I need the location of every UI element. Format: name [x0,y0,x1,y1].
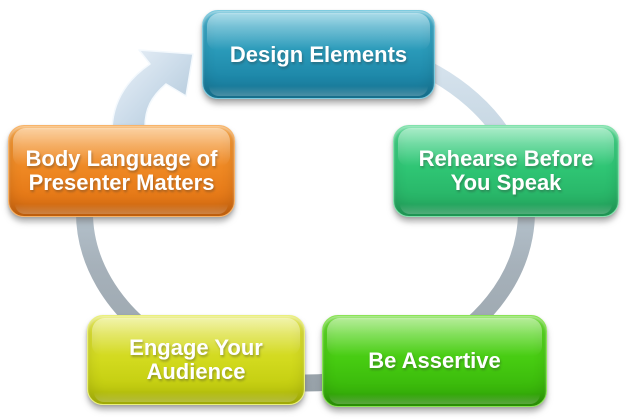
node-label-line-2: Audience [146,359,246,384]
node-rehearse-before-you-speak: Rehearse Before You Speak [393,125,619,217]
node-label-line-1: Engage Your [129,335,263,361]
node-label-line-1: Rehearse Before [418,146,594,172]
node-label-line-2: You Speak [450,170,562,195]
node-label: Be Assertive [368,348,501,374]
node-label-line-2: Presenter Matters [28,170,215,195]
node-engage-your-audience: Engage Your Audience [87,315,305,405]
node-label: Design Elements [229,41,408,67]
cycle-arrow-icon [111,49,194,132]
node-design-elements: Design Elements [202,10,435,99]
node-label-line-1: Body Language of [25,146,218,172]
node-body-language-of-presenter-matters: Body Language of Presenter Matters [8,125,235,217]
node-be-assertive: Be Assertive [322,315,547,407]
